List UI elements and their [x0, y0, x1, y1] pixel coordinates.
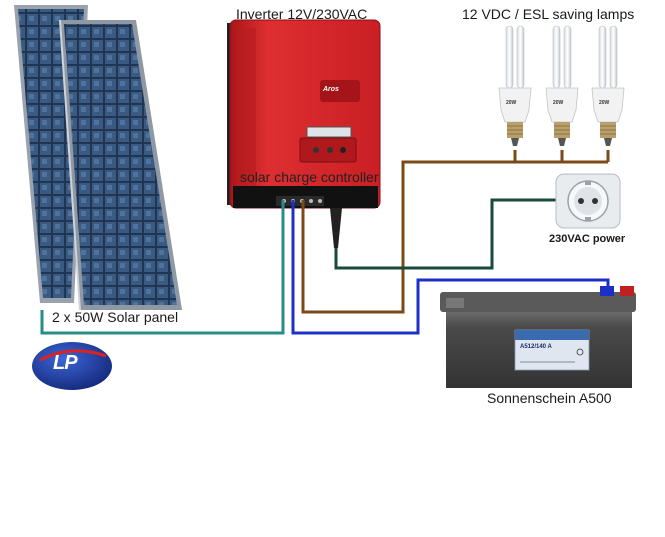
logo-icon — [32, 342, 112, 390]
inverter-brand-text: Aros — [323, 86, 339, 93]
wire-socket-green — [334, 198, 557, 270]
wiring — [40, 150, 610, 335]
bulb-marking-3: 20W — [599, 100, 610, 106]
solar-panel-label: 2 x 50W Solar panel — [52, 309, 179, 325]
solar-panel-icon — [14, 5, 182, 311]
lamps-label: 12 VDC / ESL saving lamps — [462, 6, 635, 22]
inverter-icon — [227, 19, 381, 248]
battery-model-text: A512/140 A — [520, 344, 552, 350]
battery-icon — [440, 286, 636, 388]
wire-panel-teal — [40, 200, 285, 335]
wire-lamp-brown — [301, 150, 517, 314]
inverter-label: Inverter 12V/230VAC — [236, 6, 368, 22]
charge-controller-label: solar charge controller — [240, 169, 379, 185]
bulb-marking-1: 20W — [506, 100, 517, 106]
socket-icon — [555, 173, 621, 229]
bulb-marking-2: 20W — [553, 100, 564, 106]
logo-text: LP — [53, 352, 78, 374]
socket-label: 230VAC power — [549, 233, 626, 245]
battery-label: Sonnenschein A500 — [487, 390, 612, 406]
lamp-icon — [498, 25, 625, 146]
wire-battery-blue — [291, 200, 610, 335]
